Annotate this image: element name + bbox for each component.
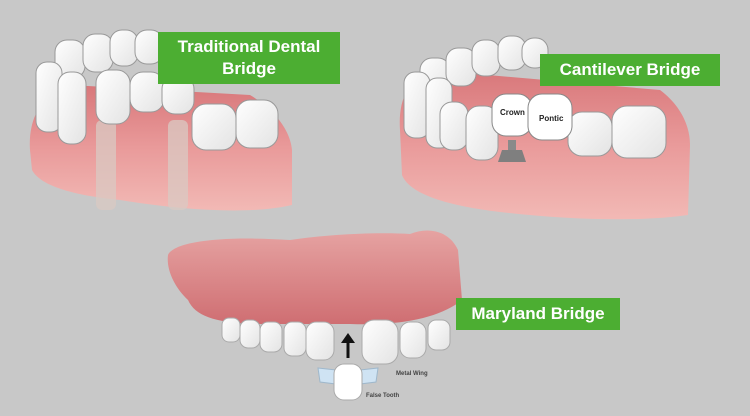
metal-wing-right [359,367,379,385]
teeth-back-row-traditional [54,29,164,79]
false-tooth-with-wings [317,363,379,401]
maryland-bridge-label: Maryland Bridge [456,298,620,330]
cantilever-bridge-label: Cantilever Bridge [540,54,720,86]
pontic-tooth [527,93,573,141]
false-tooth-annotation: False Tooth [366,393,400,399]
metal-wing-annotation: Metal Wing [396,371,428,377]
traditional-dental-bridge-label: Traditional Dental Bridge [158,32,340,84]
false-tooth [333,363,363,401]
teeth-front-traditional [35,61,279,151]
teeth-front-cantilever [403,71,667,161]
maryland-bridge-illustration [167,230,462,401]
up-arrow-icon [341,333,355,358]
implant-post-left [96,120,116,210]
traditional-bridge-illustration [29,29,293,211]
gum-maryland [167,230,462,325]
crown-annotation: Crown [500,108,525,117]
implant-post-right [168,120,188,210]
metal-wing-left [317,367,337,385]
abutment-stub [498,150,526,162]
cantilever-bridge-illustration [399,35,690,220]
teeth-maryland-row [221,317,451,365]
pontic-annotation: Pontic [539,114,564,123]
